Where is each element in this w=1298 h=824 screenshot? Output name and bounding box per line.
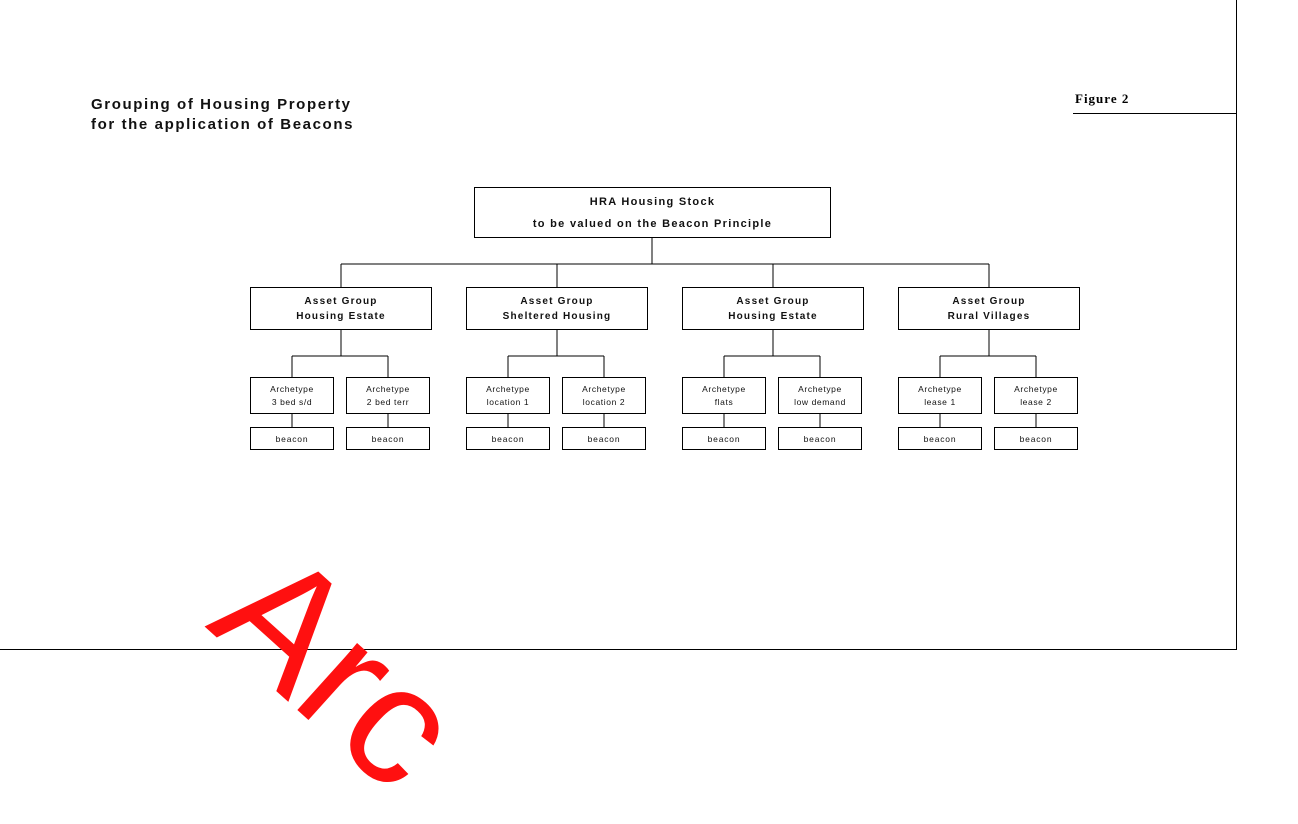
asset-group-heading: Asset Group (952, 295, 1026, 307)
root-subtitle: to be valued on the Beacon Principle (532, 217, 773, 230)
figure-label: Figure 2 (1073, 91, 1237, 114)
archetype-name: location 1 (486, 396, 530, 407)
archetype-node: Archetype 2 bed terr (346, 377, 430, 414)
beacon-label: beacon (803, 433, 837, 444)
beacon-label: beacon (491, 433, 525, 444)
diagram-title: Grouping of Housing Property for the app… (91, 95, 354, 135)
archetype-name: lease 1 (924, 396, 956, 407)
root-title: HRA Housing Stock (589, 195, 716, 208)
document-frame (0, 0, 1237, 650)
beacon-label: beacon (1019, 433, 1053, 444)
archetype-heading: Archetype (486, 383, 530, 394)
archetype-heading: Archetype (798, 383, 842, 394)
archetype-heading: Archetype (582, 383, 626, 394)
asset-group-node: Asset Group Sheltered Housing (466, 287, 648, 330)
title-line-2: for the application of Beacons (91, 116, 355, 133)
beacon-node: beacon (994, 427, 1078, 450)
archetype-heading: Archetype (1014, 383, 1058, 394)
beacon-node: beacon (898, 427, 982, 450)
archetype-name: lease 2 (1020, 396, 1052, 407)
beacon-node: beacon (466, 427, 550, 450)
asset-group-node: Asset Group Rural Villages (898, 287, 1080, 330)
beacon-node: beacon (562, 427, 646, 450)
beacon-node: beacon (778, 427, 862, 450)
beacon-label: beacon (371, 433, 405, 444)
beacon-label: beacon (275, 433, 309, 444)
archetype-node: Archetype lease 2 (994, 377, 1078, 414)
archetype-node: Archetype flats (682, 377, 766, 414)
archetype-node: Archetype location 2 (562, 377, 646, 414)
asset-group-name: Housing Estate (296, 310, 386, 322)
beacon-label: beacon (587, 433, 621, 444)
archetype-name: flats (714, 396, 734, 407)
connector-lines (291, 238, 1037, 427)
archetype-name: location 2 (582, 396, 626, 407)
asset-group-name: Sheltered Housing (502, 310, 612, 322)
beacon-node: beacon (250, 427, 334, 450)
beacon-node: beacon (682, 427, 766, 450)
archetype-heading: Archetype (702, 383, 746, 394)
beacon-node: beacon (346, 427, 430, 450)
asset-group-node: Asset Group Housing Estate (250, 287, 432, 330)
beacon-label: beacon (923, 433, 957, 444)
root-node: HRA Housing Stock to be valued on the Be… (474, 187, 831, 238)
archetype-name: low demand (794, 396, 846, 407)
asset-group-heading: Asset Group (736, 295, 810, 307)
archetype-node: Archetype lease 1 (898, 377, 982, 414)
asset-group-node: Asset Group Housing Estate (682, 287, 864, 330)
archetype-heading: Archetype (918, 383, 962, 394)
archetype-heading: Archetype (270, 383, 314, 394)
asset-group-name: Housing Estate (728, 310, 818, 322)
title-line-1: Grouping of Housing Property (91, 96, 352, 113)
archetype-node: Archetype low demand (778, 377, 862, 414)
archetype-node: Archetype location 1 (466, 377, 550, 414)
asset-group-heading: Asset Group (304, 295, 378, 307)
asset-group-name: Rural Villages (947, 310, 1031, 322)
archetype-name: 2 bed terr (366, 396, 410, 407)
archetype-heading: Archetype (366, 383, 410, 394)
archetype-node: Archetype 3 bed s/d (250, 377, 334, 414)
beacon-label: beacon (707, 433, 741, 444)
archetype-name: 3 bed s/d (271, 396, 313, 407)
asset-group-heading: Asset Group (520, 295, 594, 307)
